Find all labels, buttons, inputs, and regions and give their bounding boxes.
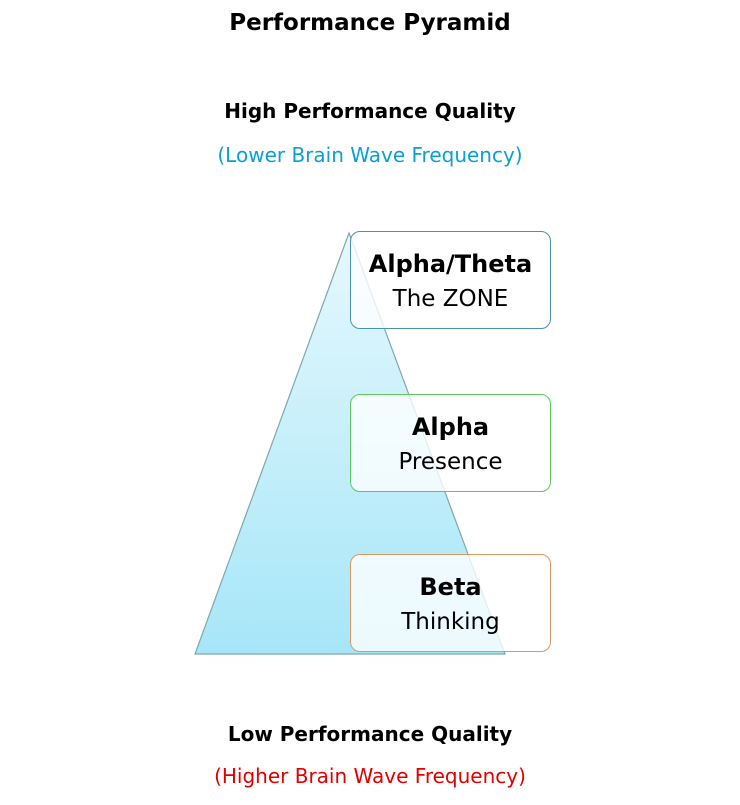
higher-frequency-label: (Higher Brain Wave Frequency) [214, 764, 526, 788]
low-performance-label: Low Performance Quality [227, 722, 513, 746]
level-beta-box: Beta Thinking [350, 554, 551, 652]
diagram-title: Performance Pyramid [229, 10, 511, 36]
level-alpha-box: Alpha Presence [350, 394, 551, 492]
level-description: Presence [398, 449, 503, 475]
level-name: Alpha/Theta [368, 250, 533, 278]
level-name: Beta [419, 573, 482, 601]
level-description: The ZONE [392, 286, 509, 312]
lower-frequency-label: (Lower Brain Wave Frequency) [217, 143, 523, 167]
level-name: Alpha [411, 413, 490, 441]
high-performance-label: High Performance Quality [224, 99, 516, 123]
level-alpha-theta-box: Alpha/Theta The ZONE [350, 231, 551, 329]
level-description: Thinking [401, 609, 500, 635]
